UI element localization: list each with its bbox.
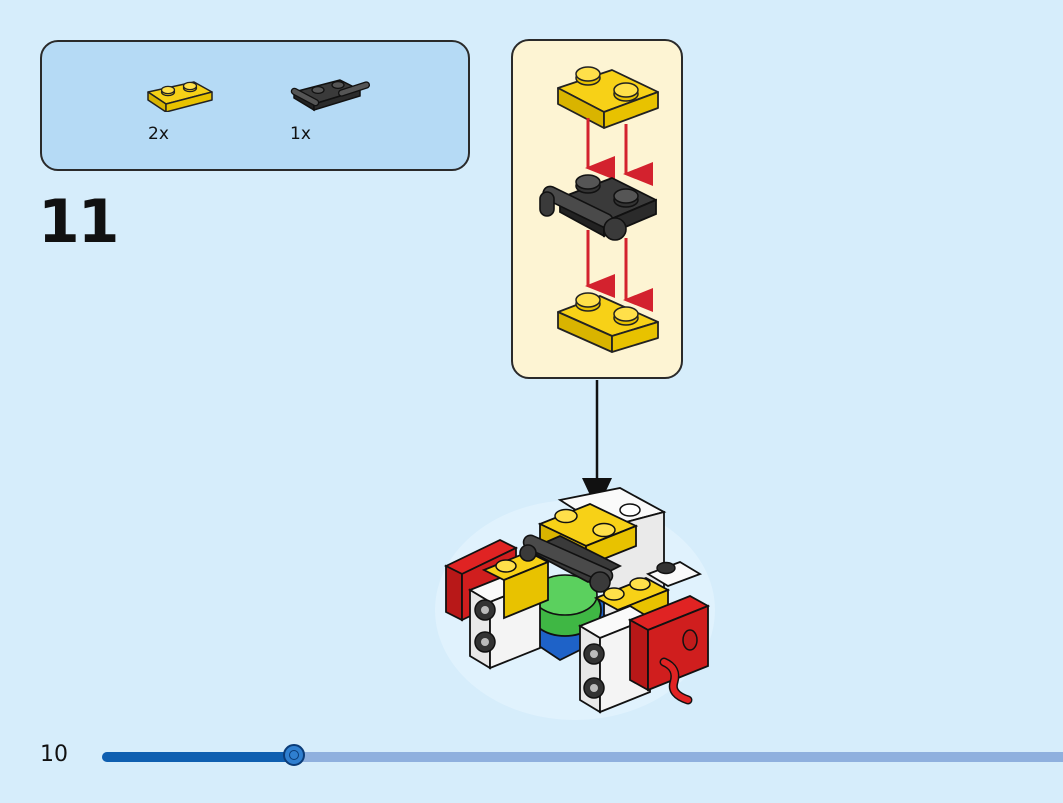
- progress-bar: [102, 744, 1063, 766]
- step-number: 11: [38, 187, 119, 257]
- callout-black-plate: [539, 174, 657, 241]
- part-count-yellow: 2x: [148, 124, 169, 144]
- page-number: 10: [40, 742, 68, 767]
- callout-yellow-plate-top: [557, 66, 659, 129]
- callout-yellow-plate-bottom: [557, 292, 659, 353]
- progress-fill: [102, 752, 295, 762]
- black-plate-part-icon: [288, 74, 372, 114]
- main-model: [435, 487, 715, 720]
- parts-list-box: 2x 1x: [40, 40, 470, 171]
- progress-knob: [283, 744, 306, 766]
- yellow-plate-part-icon: [146, 78, 216, 112]
- part-count-black: 1x: [290, 124, 311, 144]
